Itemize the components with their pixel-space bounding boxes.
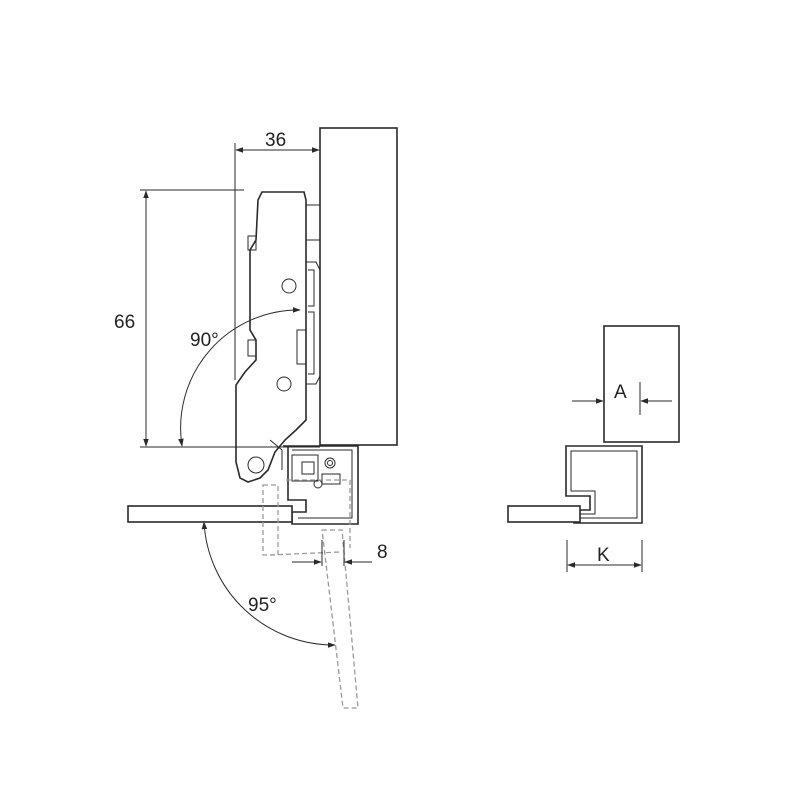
dim-gap-8: 8: [292, 540, 388, 566]
cabinet-side-panel-right: [603, 325, 680, 443]
cabinet-side-panel: [319, 127, 398, 446]
angle-90-label: 90°: [190, 330, 219, 351]
door-closed: [127, 505, 293, 523]
frame-profile-left: [283, 445, 359, 525]
dim-height-label: 66: [114, 312, 135, 333]
dim-height-66: 66: [114, 189, 320, 448]
dim-a: A: [572, 382, 672, 415]
dim-gap-label: 8: [377, 542, 388, 563]
angle-90-arc: 90°: [178, 307, 301, 447]
hinge-arm: [235, 191, 321, 483]
dim-k-label: K: [597, 545, 610, 566]
angle-95-label: 95°: [248, 595, 277, 616]
angle-95-arc: 95°: [201, 521, 336, 648]
door-closed-right: [507, 505, 581, 523]
dim-a-label: A: [614, 382, 627, 403]
dim-k: K: [566, 540, 643, 572]
dim-width-label: 36: [265, 130, 286, 151]
